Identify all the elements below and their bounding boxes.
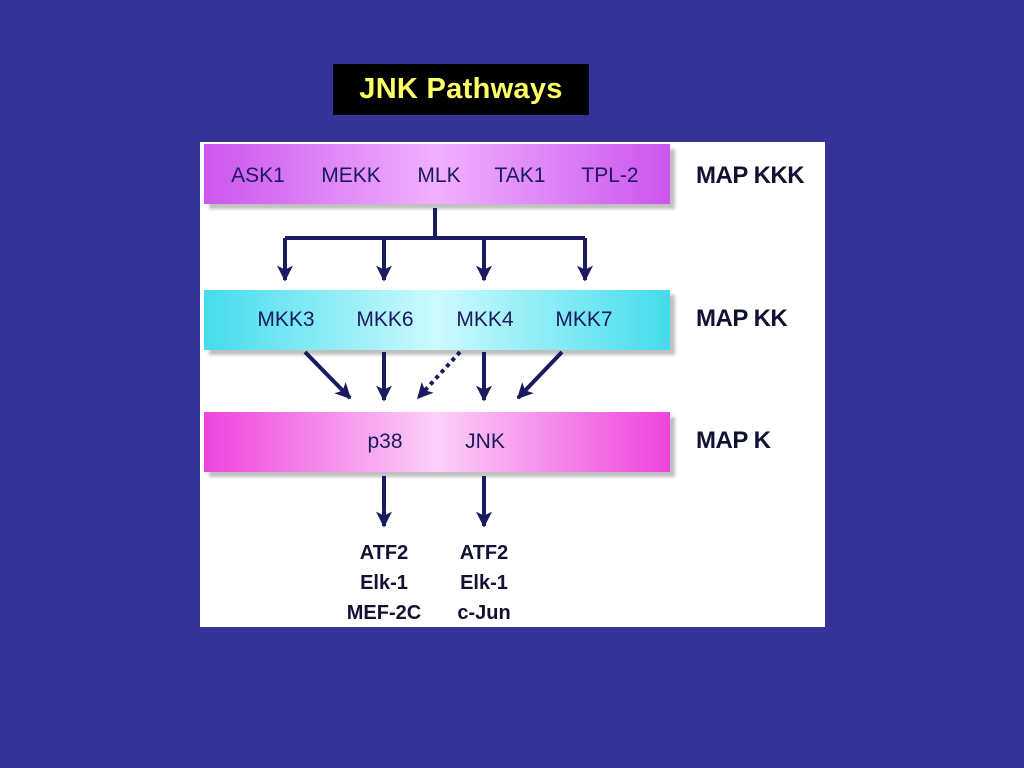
node-mlk: MLK (417, 164, 461, 187)
level-label-mapk: MAP K (696, 427, 771, 454)
arrow-layer (277, 208, 593, 528)
p38-targets: ATF2 Elk-1 MEF-2C (347, 538, 421, 628)
node-mkk4: MKK4 (456, 308, 514, 331)
node-mekk: MEKK (321, 164, 381, 187)
arrow-mkk4-p38-dotted (416, 350, 462, 400)
arrow-mkk7-jnk (516, 350, 564, 400)
level-label-mapkk: MAP KK (696, 305, 788, 332)
jnk-target-cjun: c-Jun (457, 602, 511, 624)
node-jnk: JNK (465, 430, 505, 453)
node-tpl2: TPL-2 (581, 164, 639, 187)
p38-target-elk1: Elk-1 (360, 572, 408, 594)
node-mkk3: MKK3 (257, 308, 315, 331)
node-tak1: TAK1 (494, 164, 546, 187)
node-p38: p38 (367, 430, 403, 453)
slide-title: JNK Pathways (333, 64, 589, 115)
arrow-mkk3-p38 (303, 350, 352, 400)
node-mkk6: MKK6 (356, 308, 414, 331)
mapk-band: p38 JNK (204, 412, 670, 472)
pathway-diagram: ASK1 MEKK MLK TAK1 TPL-2 MAP KKK MKK3 MK… (200, 142, 825, 627)
mapkkk-band: ASK1 MEKK MLK TAK1 TPL-2 (204, 144, 670, 204)
level-label-mapkkk: MAP KKK (696, 162, 805, 189)
mapkk-band: MKK3 MKK6 MKK4 MKK7 (204, 290, 670, 350)
node-ask1: ASK1 (231, 164, 285, 187)
jnk-targets: ATF2 Elk-1 c-Jun (457, 538, 510, 628)
p38-target-atf2: ATF2 (359, 542, 409, 564)
jnk-target-atf2: ATF2 (459, 542, 509, 564)
jnk-target-elk1: Elk-1 (460, 572, 508, 594)
node-mkk7: MKK7 (555, 308, 613, 331)
p38-target-mef2c: MEF-2C (346, 602, 422, 624)
